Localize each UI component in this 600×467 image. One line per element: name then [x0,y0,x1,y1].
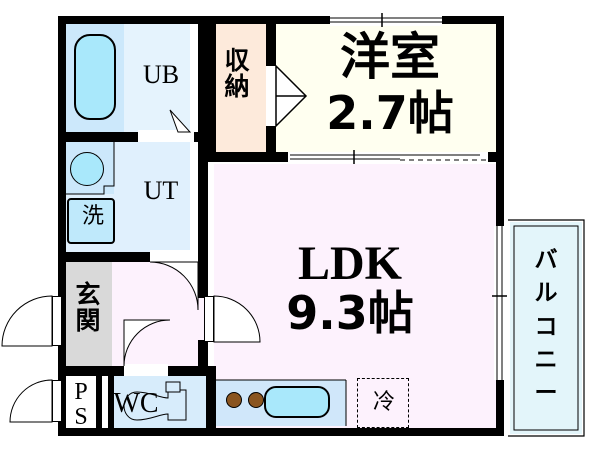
wall-ut-ldk [198,142,208,262]
wall-closet-left [208,16,216,162]
wall-left [58,16,66,436]
closet-folding-door [266,66,276,126]
room-label-ps: P S [64,379,98,431]
balcony-sliding-door [494,226,506,380]
refrigerator-label: 冷 [372,390,395,415]
closet-char-2: 納 [224,72,250,102]
washing-machine: 洗 [67,198,115,244]
wall-closet-right-upper [266,16,276,68]
room-area-ldk: 9.3帖 [286,286,414,340]
wc-door-opening [124,364,168,376]
wall-top [58,16,504,24]
stove-burner-right [248,392,264,408]
wall-bedroom-ldk-left [276,152,290,162]
room-label-genkan: 玄 関 [70,280,106,336]
wall-hall-ldk-upper [198,262,208,298]
hall-ldk-door-leaf[interactable] [204,296,214,342]
wall-hall-ldk-lower [198,340,208,376]
ps-door-leaf[interactable] [52,380,62,422]
utility-door [150,250,198,262]
washing-machine-label: 洗 [81,204,104,229]
stove-burner-left [226,392,242,408]
room-closet [214,22,268,154]
ps-char-2: S [74,404,88,431]
genkan-char-2: 関 [75,306,101,336]
wall-bottom [58,428,504,436]
wall-closet-bottom [208,152,276,162]
wall-ut-hall [58,252,208,262]
unit-bath-door [138,130,194,142]
wall-ub-ut [58,132,208,142]
balcony-char-1: バ [534,247,558,273]
balcony-char-2: ル [534,280,558,307]
kitchen-sink [264,386,330,418]
bedroom-ldk-sliding-door [288,152,488,162]
room-label-bedroom: 洋室 [340,28,440,86]
bedroom-window [330,14,442,26]
balcony-char-3: コ [534,313,558,340]
wall-ps-right [96,366,102,436]
room-area-bedroom: 2.7帖 [326,86,454,140]
bathtub [74,34,116,120]
entrance-door-swing [1,295,53,347]
room-genkan [64,262,112,366]
refrigerator-space: 冷 [357,378,409,428]
wall-closet-right-lower [266,124,276,154]
wall-right-lower [496,380,504,436]
room-label-closet: 収 納 [220,46,254,102]
wall-wc-ldk [206,366,216,436]
ps-char-1: P [74,379,88,405]
room-hall [112,262,208,366]
room-label-ldk: LDK [297,237,402,290]
room-bedroom [276,22,498,154]
wall-ub-closet [198,16,208,142]
closet-char-1: 収 [224,46,250,75]
wall-bedroom-ldk-right [486,152,504,162]
ps-door-swing [9,379,53,423]
genkan-char-1: 玄 [75,280,101,309]
balcony-char-5: ー [534,380,558,407]
wall-ps-wc [108,366,114,436]
entrance-door-leaf[interactable] [52,296,62,346]
room-label-unit-bath: UB [142,60,180,89]
room-label-utility: UT [143,176,179,205]
wash-basin [70,152,104,186]
room-label-wc: WC [113,388,159,419]
balcony-char-4: ニ [534,347,558,374]
wall-right-upper [496,16,504,226]
room-ps [64,376,100,436]
room-label-balcony: バ ル コ ニ ー [530,244,562,411]
